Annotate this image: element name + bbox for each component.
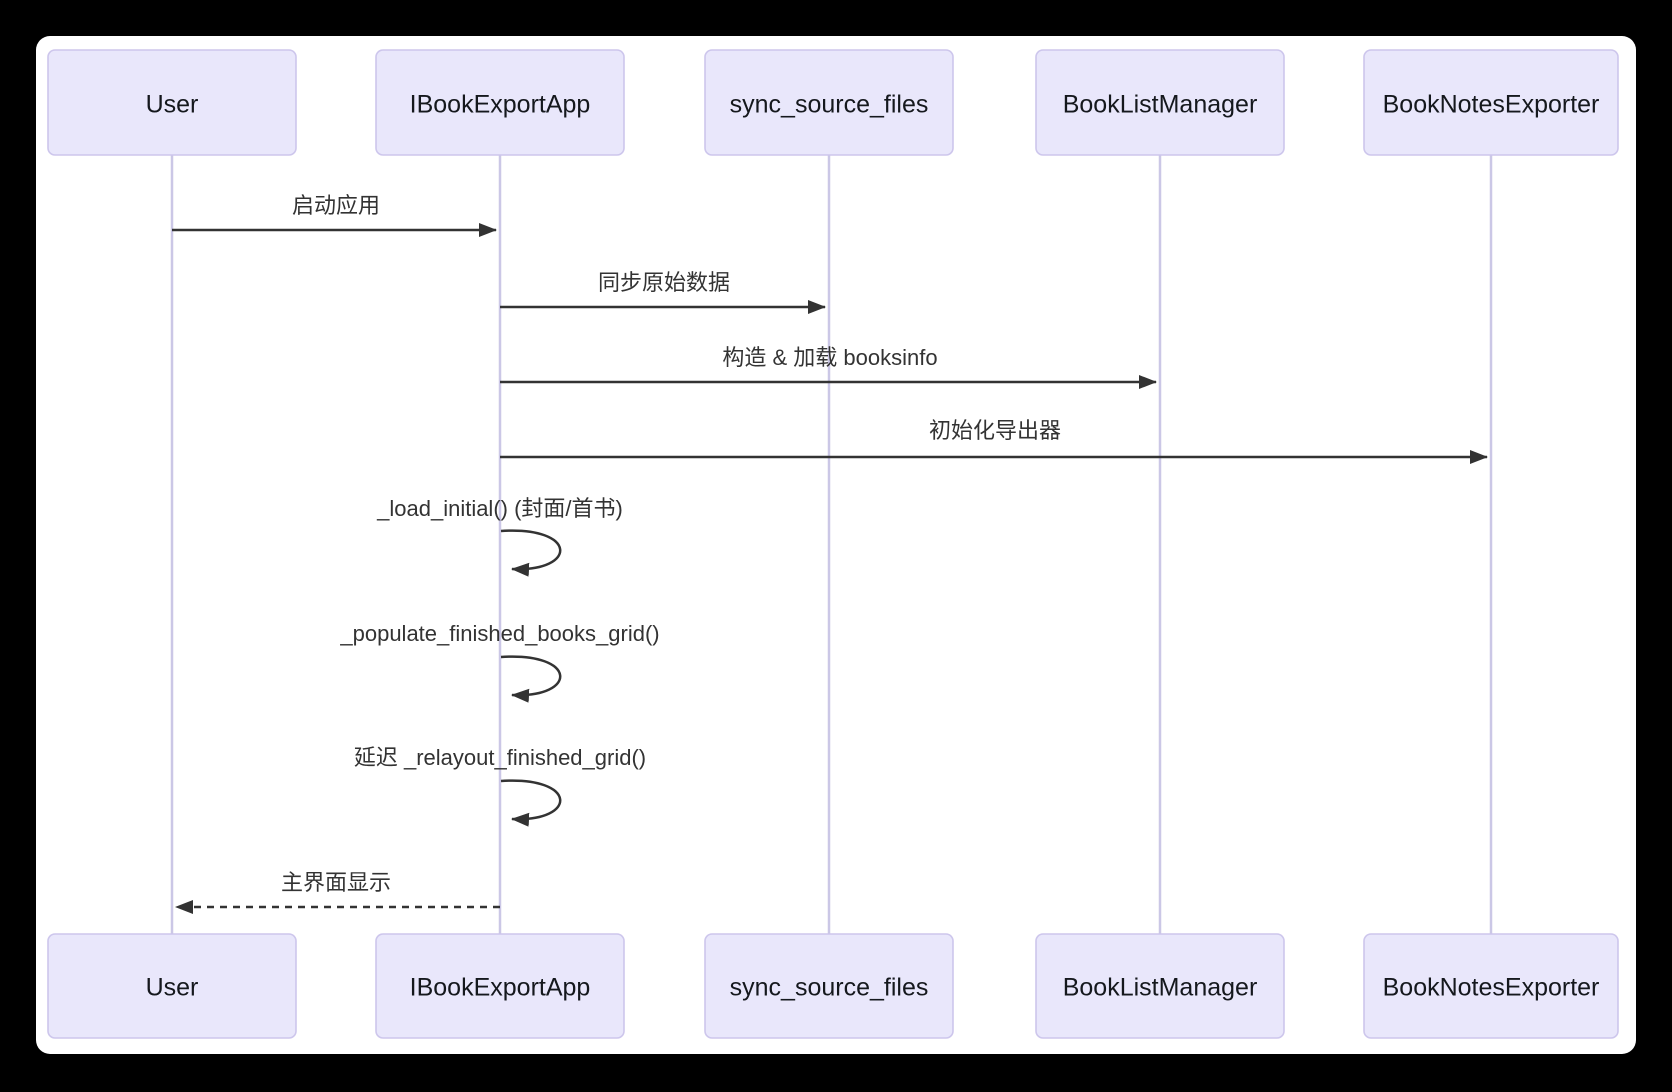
selfloop-load-initial: _load_initial() (封面/首书) <box>376 496 623 577</box>
message-label: 启动应用 <box>292 193 380 218</box>
actor-top-booklistmanager: BookListManager <box>1035 49 1285 156</box>
message-start-app: 启动应用 <box>172 193 497 237</box>
actor-box <box>47 49 297 156</box>
actor-bottom-user: User <box>47 933 297 1039</box>
actor-box <box>47 933 297 1039</box>
actor-label: IBookExportApp <box>410 974 591 1002</box>
actor-top-booknotesexporter: BookNotesExporter <box>1363 49 1619 156</box>
message-label: _populate_finished_books_grid() <box>339 621 659 646</box>
actor-label: User <box>146 91 199 119</box>
actors-top: User IBookExportApp sync_source_files Bo… <box>47 49 1619 156</box>
actor-box <box>704 49 954 156</box>
message-label: 主界面显示 <box>281 870 391 895</box>
actor-bottom-booklistmanager: BookListManager <box>1035 933 1285 1039</box>
actor-top-ibookexportapp: IBookExportApp <box>375 49 625 156</box>
message-label: _load_initial() (封面/首书) <box>376 496 623 521</box>
self-loop-arrow <box>500 655 562 703</box>
self-loop-arrow <box>500 779 562 827</box>
actor-box <box>1035 49 1285 156</box>
message-label: 同步原始数据 <box>598 270 730 295</box>
diagram-canvas <box>36 36 1636 1054</box>
self-loop-arrow <box>500 529 562 577</box>
actor-box <box>704 933 954 1039</box>
actor-bottom-sync-source-files: sync_source_files <box>704 933 954 1039</box>
message-init-exporter: 初始化导出器 <box>500 418 1488 464</box>
actor-box <box>1035 933 1285 1039</box>
actor-label: BookListManager <box>1063 974 1258 1002</box>
actor-box <box>1363 49 1619 156</box>
message-load-booksinfo: 构造 & 加载 booksinfo <box>500 345 1157 389</box>
message-label: 延迟 _relayout_finished_grid() <box>354 745 646 770</box>
actor-top-user: User <box>47 49 297 156</box>
actor-bottom-booknotesexporter: BookNotesExporter <box>1363 933 1619 1039</box>
actor-label: IBookExportApp <box>410 91 591 119</box>
message-label: 构造 & 加载 booksinfo <box>722 345 937 370</box>
lifelines <box>170 155 1493 934</box>
actor-label: sync_source_files <box>730 91 929 119</box>
selfloop-relayout-grid: 延迟 _relayout_finished_grid() <box>354 745 646 827</box>
actor-box <box>375 933 625 1039</box>
actor-bottom-ibookexportapp: IBookExportApp <box>375 933 625 1039</box>
message-label: 初始化导出器 <box>929 418 1061 443</box>
actor-label: sync_source_files <box>730 974 929 1002</box>
actor-top-sync-source-files: sync_source_files <box>704 49 954 156</box>
message-sync-source: 同步原始数据 <box>500 270 826 314</box>
message-show-main-ui: 主界面显示 <box>175 870 500 914</box>
actor-label: User <box>146 974 199 1002</box>
actor-box <box>375 49 625 156</box>
actor-label: BookNotesExporter <box>1383 91 1600 119</box>
actor-label: BookListManager <box>1063 91 1258 119</box>
actor-label: BookNotesExporter <box>1383 974 1600 1002</box>
selfloop-populate-grid: _populate_finished_books_grid() <box>339 621 660 703</box>
actors-bottom: User IBookExportApp sync_source_files Bo… <box>47 933 1619 1039</box>
actor-box <box>1363 933 1619 1039</box>
